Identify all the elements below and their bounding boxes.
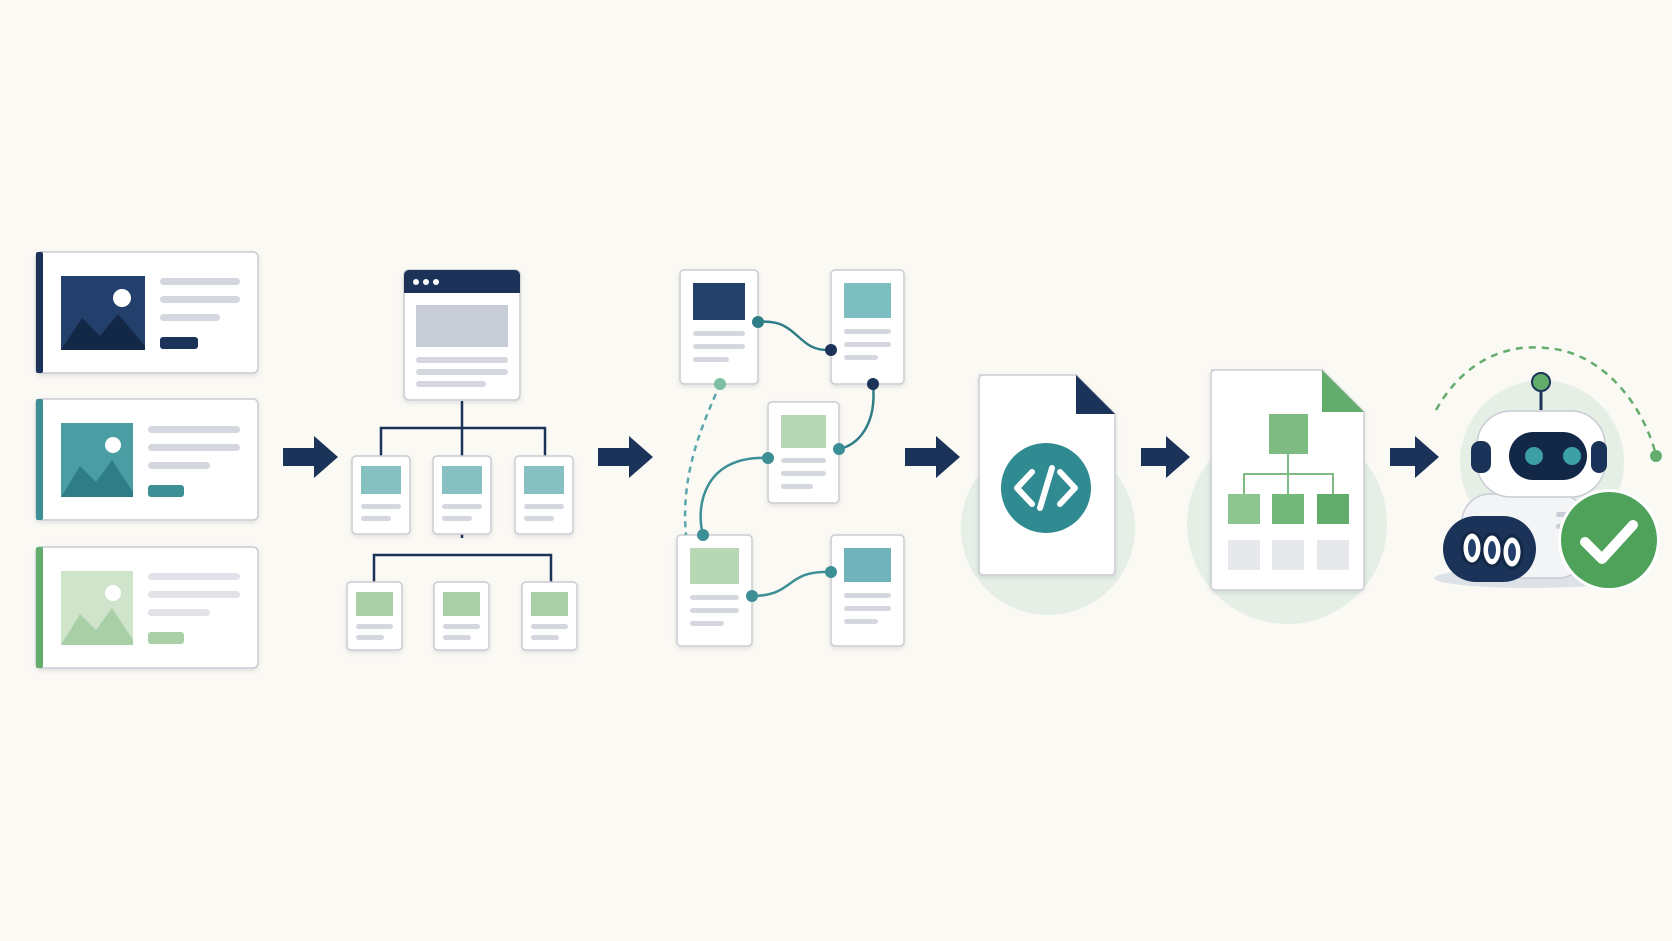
stage-structured-document xyxy=(1187,369,1387,624)
arrow-right-icon xyxy=(598,436,653,478)
component-card xyxy=(830,534,905,647)
stage-screenshots xyxy=(35,251,259,669)
org-tree xyxy=(1228,414,1349,570)
component-card xyxy=(676,534,753,647)
text-line xyxy=(148,573,240,580)
component-card xyxy=(830,269,905,385)
check-badge-icon xyxy=(1558,489,1660,591)
image-icon xyxy=(61,571,133,645)
orbit-arc xyxy=(1434,346,1658,456)
stage-agent-verified xyxy=(1434,346,1662,591)
tree-leaf-card xyxy=(346,581,403,651)
image-icon xyxy=(61,276,145,350)
stage-linked-components xyxy=(676,269,905,647)
stage-dom-tree xyxy=(346,269,578,651)
text-line xyxy=(148,426,240,433)
button-pill xyxy=(148,485,184,497)
stage-html-code xyxy=(961,374,1135,615)
page-fold xyxy=(1322,370,1364,412)
text-line xyxy=(148,609,210,616)
tree-leaf-card xyxy=(433,581,490,651)
button-pill xyxy=(148,632,184,644)
arrow-right-icon xyxy=(1141,436,1190,478)
page-fold xyxy=(1076,375,1115,414)
text-line xyxy=(148,444,240,451)
robot-tread xyxy=(1443,516,1536,582)
link-dot xyxy=(697,316,879,602)
tree-leaf-card xyxy=(521,581,578,651)
tree-node-card xyxy=(514,455,574,535)
arrow-right-icon xyxy=(905,436,960,478)
image-icon xyxy=(61,423,133,497)
tree-node-card xyxy=(351,455,411,535)
text-line xyxy=(160,278,240,285)
orbit-dot xyxy=(1650,450,1662,462)
text-line xyxy=(160,296,240,303)
arrow-right-icon xyxy=(1390,436,1439,478)
code-brackets-icon xyxy=(1014,465,1078,511)
text-line xyxy=(160,314,220,321)
tree-node-card xyxy=(432,455,492,535)
text-line xyxy=(148,591,240,598)
component-card xyxy=(679,269,759,385)
arrow-right-icon xyxy=(283,436,338,478)
link-connector xyxy=(683,320,875,598)
component-card xyxy=(767,401,840,504)
text-line xyxy=(148,462,210,469)
button-pill xyxy=(160,337,198,349)
